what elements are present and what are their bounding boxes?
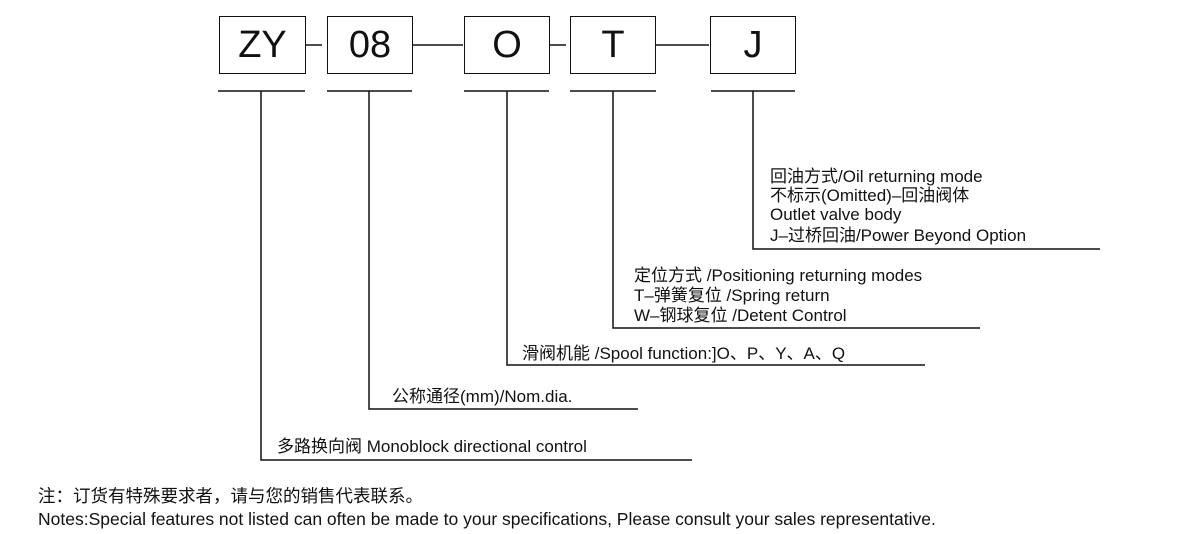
type-line1: 多路换向阀 Monoblock directional control: [277, 437, 587, 456]
code-box-diameter: 08: [327, 16, 413, 74]
return-mode-line2: 不标示(Omitted)–回油阀体: [770, 186, 970, 205]
positioning-line1: 定位方式 /Positioning returning modes: [634, 266, 923, 285]
leader-j: [752, 91, 1100, 250]
return-mode-line4: J–过桥回油/Power Beyond Option: [770, 226, 1027, 245]
positioning-line2: T–弹簧复位 /Spring return: [634, 286, 830, 305]
code-box-return: J: [710, 16, 796, 74]
code-box-positioning: T: [570, 16, 656, 74]
return-mode-line3: Outlet valve body: [770, 205, 902, 224]
code-box-spool: O: [464, 16, 550, 74]
code-spool-text: O: [492, 23, 522, 66]
leader-zy: [260, 91, 692, 461]
code-return-text: J: [743, 23, 763, 66]
leader-08: [368, 91, 638, 410]
leader-o: [506, 91, 925, 366]
spool-line1: 滑阀机能 /Spool function:]O、P、Y、A、Q: [522, 344, 846, 363]
code-positioning-text: T: [601, 23, 625, 66]
nominal-line1: 公称通径(mm)/Nom.dia.: [392, 387, 573, 406]
positioning-line3: W–钢球复位 /Detent Control: [634, 306, 847, 325]
note-chinese: 注：订货有特殊要求者，请与您的销售代表联系。: [38, 486, 423, 506]
note-english: Notes:Special features not listed can of…: [38, 509, 936, 529]
code-series-text: ZY: [238, 23, 287, 66]
return-mode-line1: 回油方式/Oil returning mode: [770, 167, 983, 186]
leader-t: [612, 91, 980, 329]
code-diameter-text: 08: [348, 23, 392, 66]
code-box-series: ZY: [219, 16, 306, 74]
